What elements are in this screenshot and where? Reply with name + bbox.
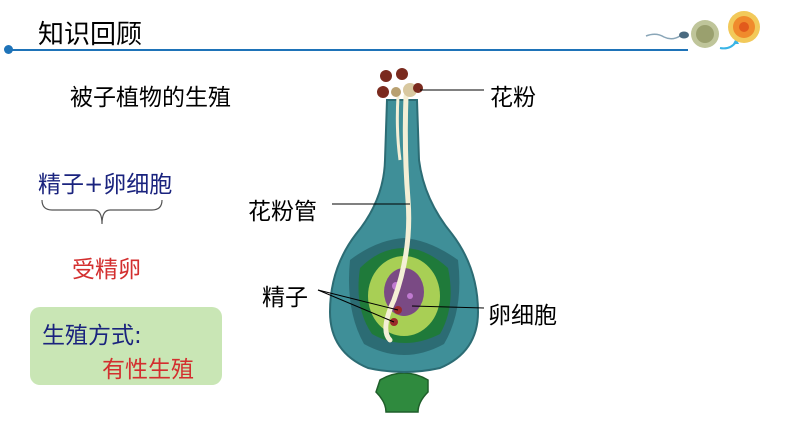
receptacle bbox=[375, 372, 429, 413]
sperm-pointer bbox=[317, 289, 395, 323]
egg-cell-pointer bbox=[411, 305, 485, 309]
fertilization-result: 受精卵 bbox=[72, 257, 141, 283]
fertilized-egg-icon bbox=[728, 11, 760, 43]
reproduction-box bbox=[30, 307, 222, 385]
cell-icon bbox=[691, 20, 719, 48]
label-egg-cell: 卵细胞 bbox=[488, 303, 557, 329]
pollen-tube bbox=[383, 93, 412, 343]
reproduction-value: 有性生殖 bbox=[102, 357, 194, 383]
title-rule bbox=[8, 49, 688, 51]
section-subtitle: 被子植物的生殖 bbox=[70, 85, 231, 111]
reproduction-label: 生殖方式: bbox=[42, 323, 142, 349]
underbrace bbox=[41, 199, 163, 225]
page-title: 知识回顾 bbox=[38, 20, 143, 50]
pollen-grains bbox=[377, 68, 423, 98]
fertilization-equation: 精子+卵细胞 bbox=[38, 172, 173, 198]
header-illustration bbox=[645, 11, 760, 50]
sperm-icon bbox=[645, 31, 689, 40]
label-pollen-tube: 花粉管 bbox=[248, 199, 317, 225]
sperm-pointer bbox=[317, 289, 399, 311]
label-pollen: 花粉 bbox=[490, 85, 536, 111]
label-sperm: 精子 bbox=[262, 285, 308, 311]
